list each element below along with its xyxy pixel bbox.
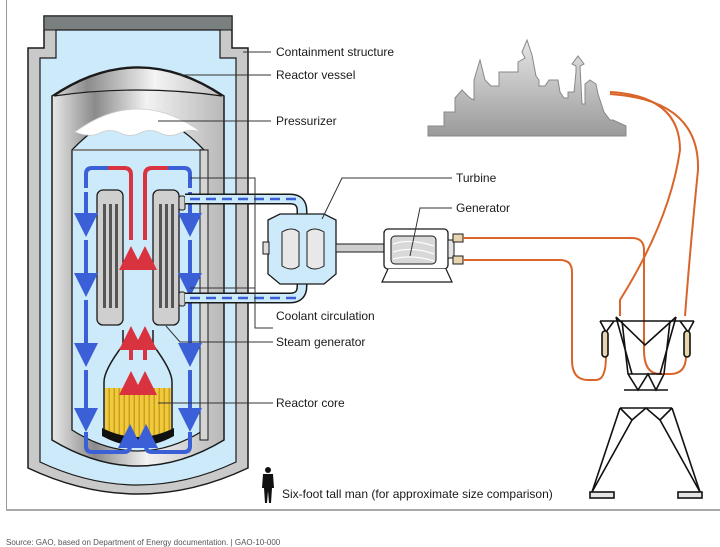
- man-silhouette-icon: [262, 467, 274, 503]
- label-reactor-core: Reactor core: [276, 396, 345, 410]
- steam-generator-left: [96, 189, 124, 326]
- city-skyline: [427, 38, 627, 137]
- figure-divider: [6, 509, 720, 511]
- generator: [381, 228, 464, 283]
- label-containment-structure: Containment structure: [276, 45, 394, 59]
- steam-pipes: [185, 193, 308, 304]
- label-steam-generator: Steam generator: [276, 335, 365, 349]
- label-turbine: Turbine: [456, 171, 497, 185]
- label-size-comparison: Six-foot tall man (for approximate size …: [282, 487, 553, 501]
- transmission-tower: [589, 316, 703, 499]
- label-reactor-vessel: Reactor vessel: [276, 68, 355, 82]
- label-pressurizer: Pressurizer: [276, 114, 337, 128]
- power-lines: [463, 91, 700, 381]
- label-coolant-circulation: Coolant circulation: [276, 309, 375, 323]
- steam-generator-right: [152, 189, 186, 326]
- label-generator: Generator: [456, 201, 510, 215]
- turbine: [262, 213, 387, 285]
- source-footnote: Source: GAO, based on Department of Ener…: [6, 538, 281, 547]
- leader-lines: [158, 51, 452, 404]
- coolant-flow-hot: [108, 166, 168, 420]
